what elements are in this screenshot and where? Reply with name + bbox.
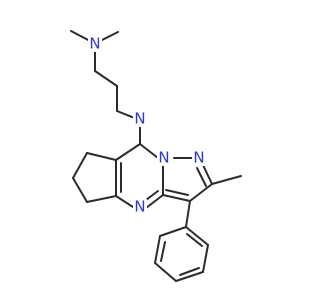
atom-bg-n-pyrimidine bbox=[133, 199, 147, 215]
bond-pz-4-double bbox=[165, 189, 189, 196]
bond-c1-c2 bbox=[94, 70, 118, 87]
bond-cp-2 bbox=[86, 152, 117, 161]
dimethylaminopropyl-chain bbox=[70, 30, 138, 120]
bond-pz-3 bbox=[189, 183, 213, 202]
bond-pz-2-double bbox=[196, 167, 207, 187]
phenyl-ring bbox=[154, 226, 209, 282]
bond-ph-4-double bbox=[179, 267, 200, 276]
bond-ph-4 bbox=[175, 271, 204, 282]
bond-ph-5 bbox=[202, 244, 209, 273]
bond-pyrazole-methyl bbox=[211, 175, 242, 185]
bond-cp-5 bbox=[86, 195, 117, 203]
bond-cp-1 bbox=[115, 143, 141, 161]
bond-ph-2 bbox=[154, 235, 161, 264]
atom-bg-n-dimethyl bbox=[88, 36, 102, 52]
bond-ph-6 bbox=[185, 226, 209, 246]
bond-cp-3 bbox=[72, 152, 88, 179]
atom-bg-n-pyrazole bbox=[192, 150, 206, 166]
bond-pm-4 bbox=[145, 194, 164, 209]
bond-cp-4 bbox=[72, 177, 88, 203]
cyclopentane-ring bbox=[72, 143, 141, 203]
atom-label-n-dimethyl: N bbox=[89, 35, 100, 53]
bond-ph-6-double bbox=[186, 233, 203, 247]
bond-ph-1 bbox=[159, 226, 187, 237]
atom-label-n-bridge: N bbox=[158, 149, 169, 167]
atom-labels: N N N N N bbox=[88, 35, 206, 216]
atom-bg-n-bridge bbox=[157, 150, 171, 166]
molecule-diagram: N N N N N bbox=[70, 30, 242, 282]
bond-ph-3 bbox=[154, 262, 177, 282]
bond-pm-3 bbox=[115, 195, 134, 208]
bond-pz-4 bbox=[162, 194, 191, 202]
bond-pm-2 bbox=[139, 143, 159, 159]
atom-bg-nh bbox=[133, 111, 147, 127]
bond-pyrazole-phenyl bbox=[185, 200, 191, 228]
atom-label-n-pyrazole: N bbox=[193, 149, 204, 167]
bond-pz-2 bbox=[202, 164, 213, 185]
atom-label-nh: N bbox=[134, 110, 145, 128]
atom-label-n-pyrimidine: N bbox=[134, 198, 145, 216]
bond-ph-2-double bbox=[160, 241, 166, 262]
